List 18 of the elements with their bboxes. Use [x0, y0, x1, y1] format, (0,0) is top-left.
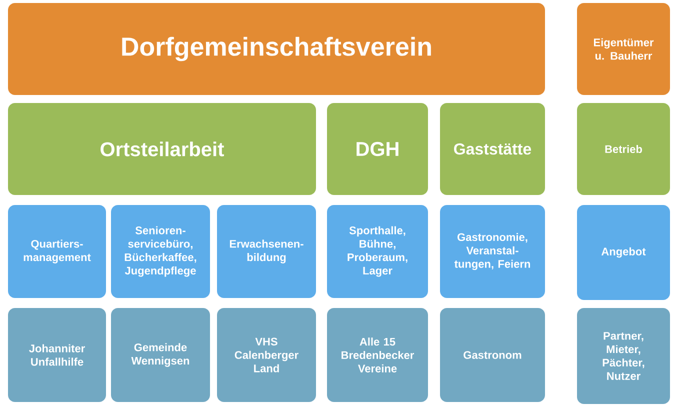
offer-box: Gastronomie, Veranstal- tungen, Feiern [440, 205, 545, 298]
partner-box: Gemeinde Wennigsen [111, 308, 210, 402]
role-box: Partner, Mieter, Pächter, Nutzer [577, 308, 670, 404]
partner-box: Gastronom [440, 308, 545, 402]
role-box: Eigentümer u. Bauherr [577, 3, 670, 95]
organization-box: Dorfgemeinschaftsverein [8, 3, 545, 95]
department-box: Gaststätte [440, 103, 545, 195]
role-box: Betrieb [577, 103, 670, 195]
partner-box: VHS Calenberger Land [217, 308, 316, 402]
offer-box: Erwachsenen- bildung [217, 205, 316, 298]
partner-box: Alle 15 Bredenbecker Vereine [327, 308, 428, 402]
department-box: Ortsteilarbeit [8, 103, 316, 195]
role-box: Angebot [577, 205, 670, 300]
offer-box: Senioren- servicebüro, Bücherkaffee, Jugendpflege [111, 205, 210, 298]
offer-box: Sporthalle, Bühne, Proberaum, Lager [327, 205, 428, 298]
offer-box: Quartiers- management [8, 205, 106, 298]
partner-box: Johanniter Unfallhilfe [8, 308, 106, 402]
department-box: DGH [327, 103, 428, 195]
